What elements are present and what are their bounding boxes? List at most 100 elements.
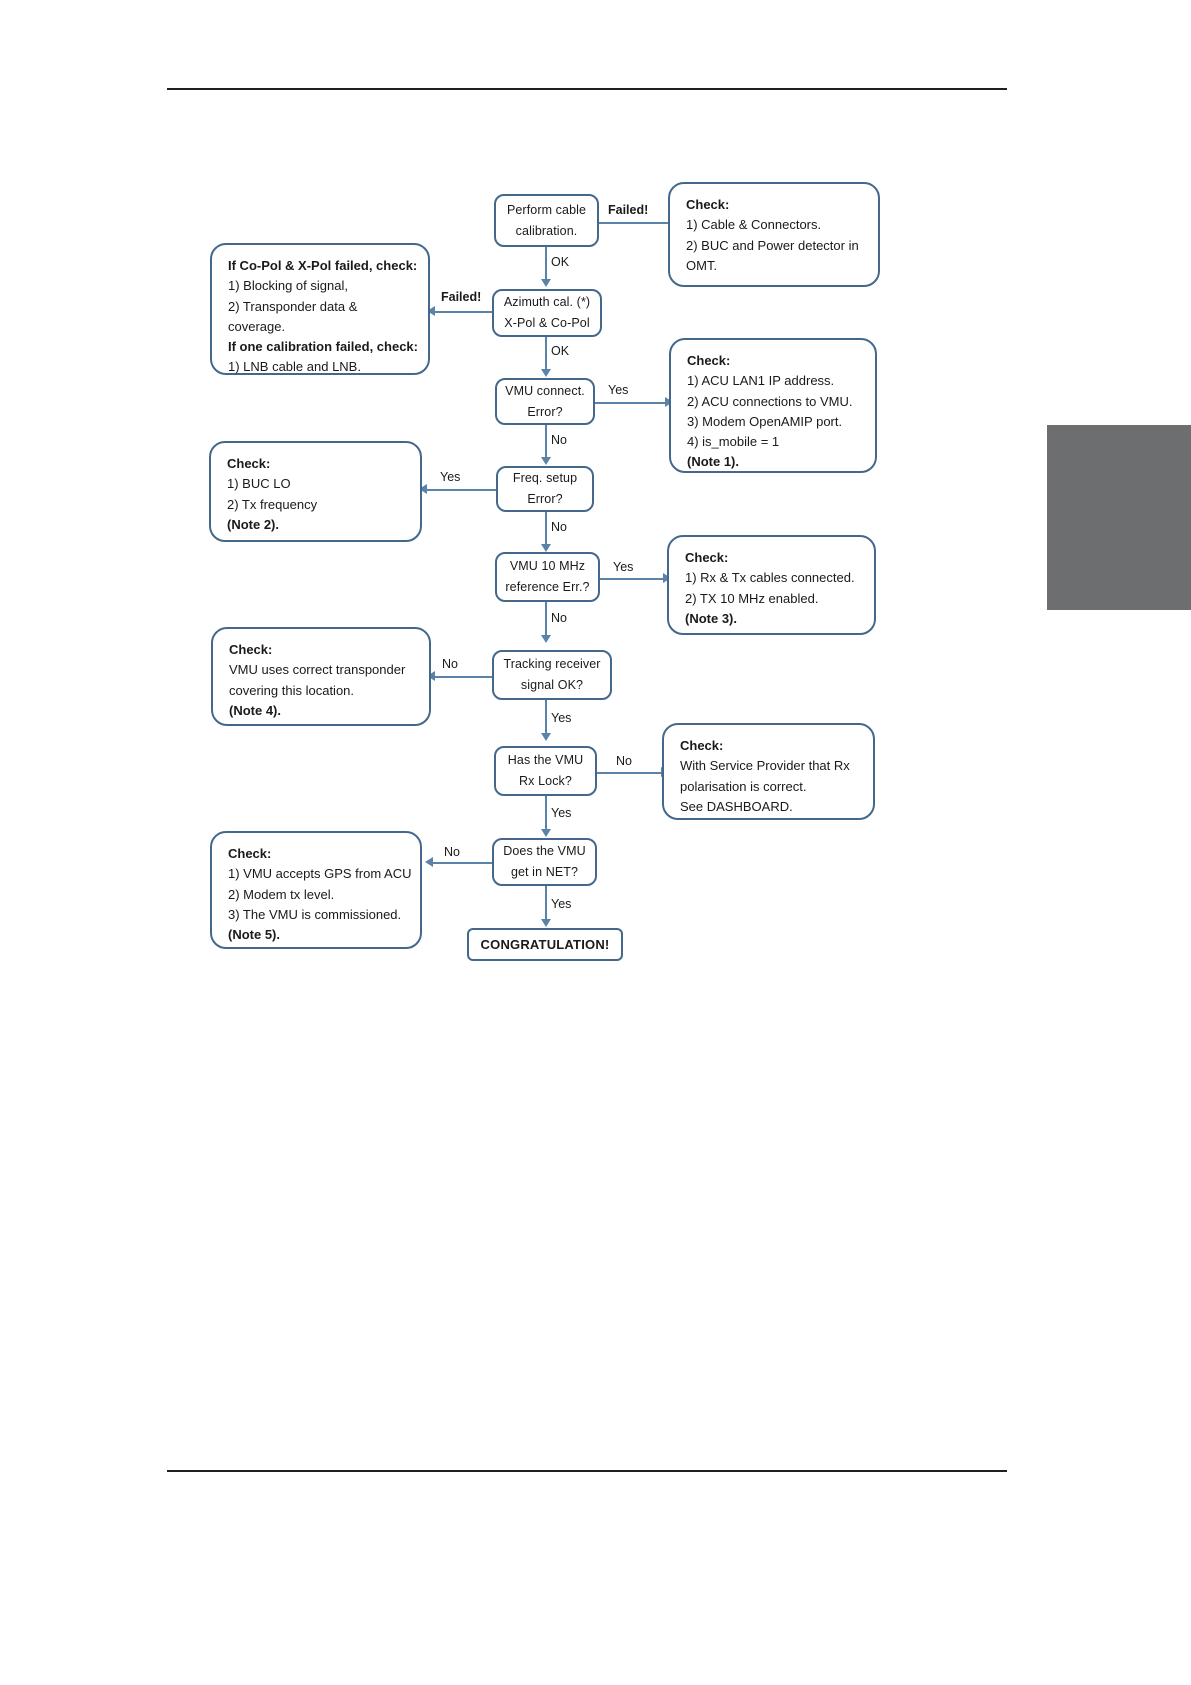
note-rx-tx-cables: Check: 1) Rx & Tx cables connected. 2) T… xyxy=(667,535,876,635)
note-line: 1) ACU LAN1 IP address. xyxy=(687,373,835,389)
node-line: Error? xyxy=(527,492,563,506)
note-line: VMU uses correct transponder xyxy=(229,662,406,678)
note-line: 1) Blocking of signal, xyxy=(228,278,348,294)
note-line: 2) ACU connections to VMU. xyxy=(687,393,853,409)
note-line: 2) Tx frequency xyxy=(227,496,318,512)
edge-label-rxlock-no: No xyxy=(616,754,632,768)
edge-label-freq-setup-no: No xyxy=(551,520,567,534)
arrow-azimuth-failed xyxy=(427,306,435,316)
note-line: Check: xyxy=(687,353,731,368)
arrow-freq-setup-yes xyxy=(419,484,427,494)
node-vmu-10mhz-reference-error: VMU 10 MHz reference Err.? xyxy=(495,552,600,602)
connector-rxlock-yes xyxy=(545,796,547,832)
note-transponder-coverage: Check: VMU uses correct transponder cove… xyxy=(211,627,431,726)
connector-azimuth-failed xyxy=(430,311,492,313)
arrow-net-no xyxy=(425,857,433,867)
edge-label-vmu-connect-yes: Yes xyxy=(608,383,629,397)
note-line: Check: xyxy=(685,550,729,565)
connector-azimuth-ok xyxy=(545,337,547,372)
note-line: Check: xyxy=(228,846,272,861)
note-line: 1) Rx & Tx cables connected. xyxy=(685,570,855,586)
note-service-provider: Check: With Service Provider that Rx pol… xyxy=(662,723,875,820)
edge-label-ref-err-yes: Yes xyxy=(613,560,634,574)
connector-ref-err-no xyxy=(545,602,547,638)
edge-label-tracking-yes: Yes xyxy=(551,711,572,725)
node-vmu-connect-error: VMU connect. Error? xyxy=(495,378,595,425)
terminal-label: CONGRATULATION! xyxy=(480,937,610,952)
note-line: Check: xyxy=(229,642,273,657)
note-line: If Co-Pol & X-Pol failed, check: xyxy=(228,258,418,273)
connector-tracking-yes xyxy=(545,700,547,736)
note-line: See DASHBOARD. xyxy=(680,798,793,814)
edge-label-rxlock-yes: Yes xyxy=(551,806,572,820)
node-line: reference Err.? xyxy=(505,580,590,594)
node-line: Rx Lock? xyxy=(519,774,572,788)
arrow-tracking-yes xyxy=(541,733,551,741)
node-line: Has the VMU xyxy=(507,753,584,768)
connector-rxlock-no xyxy=(597,772,666,774)
node-line: Tracking receiver xyxy=(503,657,601,672)
note-line: If one calibration failed, check: xyxy=(228,339,418,355)
node-line: VMU 10 MHz xyxy=(509,559,586,574)
note-line: Check: xyxy=(686,197,730,212)
note-line: covering this location. xyxy=(229,682,355,698)
note-line: 3) The VMU is commissioned. xyxy=(228,906,402,922)
edge-label-azimuth-failed: Failed! xyxy=(441,290,482,304)
note-line: (Note 5). xyxy=(228,927,280,943)
node-perform-cable-calibration: Perform cable calibration. xyxy=(494,194,599,247)
note-copol-xpol-failed: If Co-Pol & X-Pol failed, check: 1) Bloc… xyxy=(210,243,430,375)
edge-label-azimuth-ok: OK xyxy=(551,344,570,358)
edge-label-cable-failed: Failed! xyxy=(608,203,649,217)
note-line: polarisation is correct. xyxy=(680,778,807,794)
edge-label-ref-err-no: No xyxy=(551,611,567,625)
node-line: calibration. xyxy=(515,223,578,238)
note-line: (Note 2). xyxy=(227,516,279,532)
note-line: 1) BUC LO xyxy=(227,476,291,492)
note-line: 3) Modem OpenAMIP port. xyxy=(687,413,843,429)
arrow-net-yes xyxy=(541,919,551,927)
node-line: signal OK? xyxy=(520,678,584,692)
node-freq-setup-error: Freq. setup Error? xyxy=(496,466,594,512)
node-azimuth-cal: Azimuth cal. (*) X-Pol & Co-Pol xyxy=(492,289,602,337)
edge-label-tracking-no: No xyxy=(442,657,458,671)
edge-label-net-no: No xyxy=(444,845,460,859)
note-line: (Note 1). xyxy=(687,454,739,470)
connector-vmu-connect-yes xyxy=(595,402,670,404)
note-gps-commissioned: Check: 1) VMU accepts GPS from ACU 2) Mo… xyxy=(210,831,422,949)
note-line: 4) is_mobile = 1 xyxy=(687,434,780,450)
edge-label-net-yes: Yes xyxy=(551,897,572,911)
note-line: OMT. xyxy=(686,257,718,273)
note-line: 1) LNB cable and LNB. xyxy=(228,359,361,375)
node-line: Error? xyxy=(527,404,563,419)
note-line: Check: xyxy=(680,738,724,753)
node-line: Freq. setup xyxy=(512,471,578,486)
note-line: 2) Transponder data & xyxy=(228,298,358,314)
edge-label-freq-setup-yes: Yes xyxy=(440,470,461,484)
note-cable-connectors: Check: 1) Cable & Connectors. 2) BUC and… xyxy=(668,182,880,287)
note-line: With Service Provider that Rx xyxy=(680,758,850,774)
arrow-cable-ok xyxy=(541,279,551,287)
terminal-congratulation: CONGRATULATION! xyxy=(467,928,623,961)
note-line: (Note 4). xyxy=(229,702,281,718)
arrow-rxlock-yes xyxy=(541,829,551,837)
arrow-azimuth-ok xyxy=(541,369,551,377)
note-line: 2) BUC and Power detector in xyxy=(686,237,859,253)
header-rule xyxy=(167,88,1007,90)
connector-cable-ok xyxy=(545,247,547,282)
node-line: get in NET? xyxy=(510,865,579,879)
note-line: 2) TX 10 MHz enabled. xyxy=(685,590,819,606)
arrow-freq-setup-no xyxy=(541,544,551,552)
note-acu-connection: Check: 1) ACU LAN1 IP address. 2) ACU co… xyxy=(669,338,877,473)
connector-freq-setup-yes xyxy=(422,489,496,491)
note-line: 2) Modem tx level. xyxy=(228,886,335,902)
connector-ref-err-yes xyxy=(600,578,668,580)
edge-label-vmu-connect-no: No xyxy=(551,433,567,447)
arrow-ref-err-no xyxy=(541,635,551,643)
note-buc-lo: Check: 1) BUC LO 2) Tx frequency (Note 2… xyxy=(209,441,422,542)
connector-vmu-connect-no xyxy=(545,425,547,460)
arrow-tracking-no xyxy=(427,671,435,681)
margin-tab xyxy=(1047,425,1191,610)
connector-cable-failed xyxy=(599,222,704,224)
node-vmu-get-in-net: Does the VMU get in NET? xyxy=(492,838,597,886)
